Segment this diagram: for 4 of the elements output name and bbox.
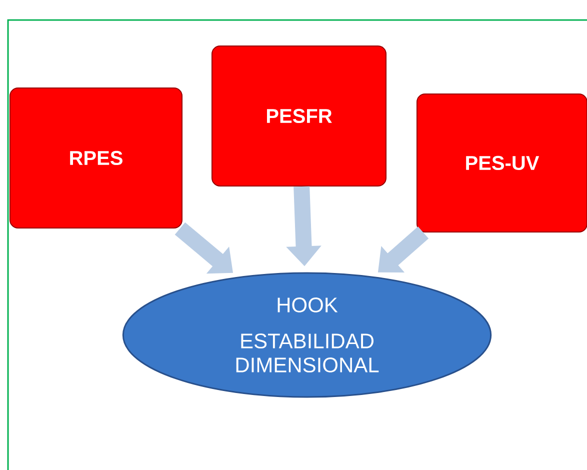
process-box: RPES	[10, 88, 182, 228]
process-box: PES-UV	[416, 94, 587, 232]
ellipse-node: HOOK ESTABILIDAD DIMENSIONAL	[122, 272, 492, 398]
process-box: PESFR	[212, 46, 386, 186]
